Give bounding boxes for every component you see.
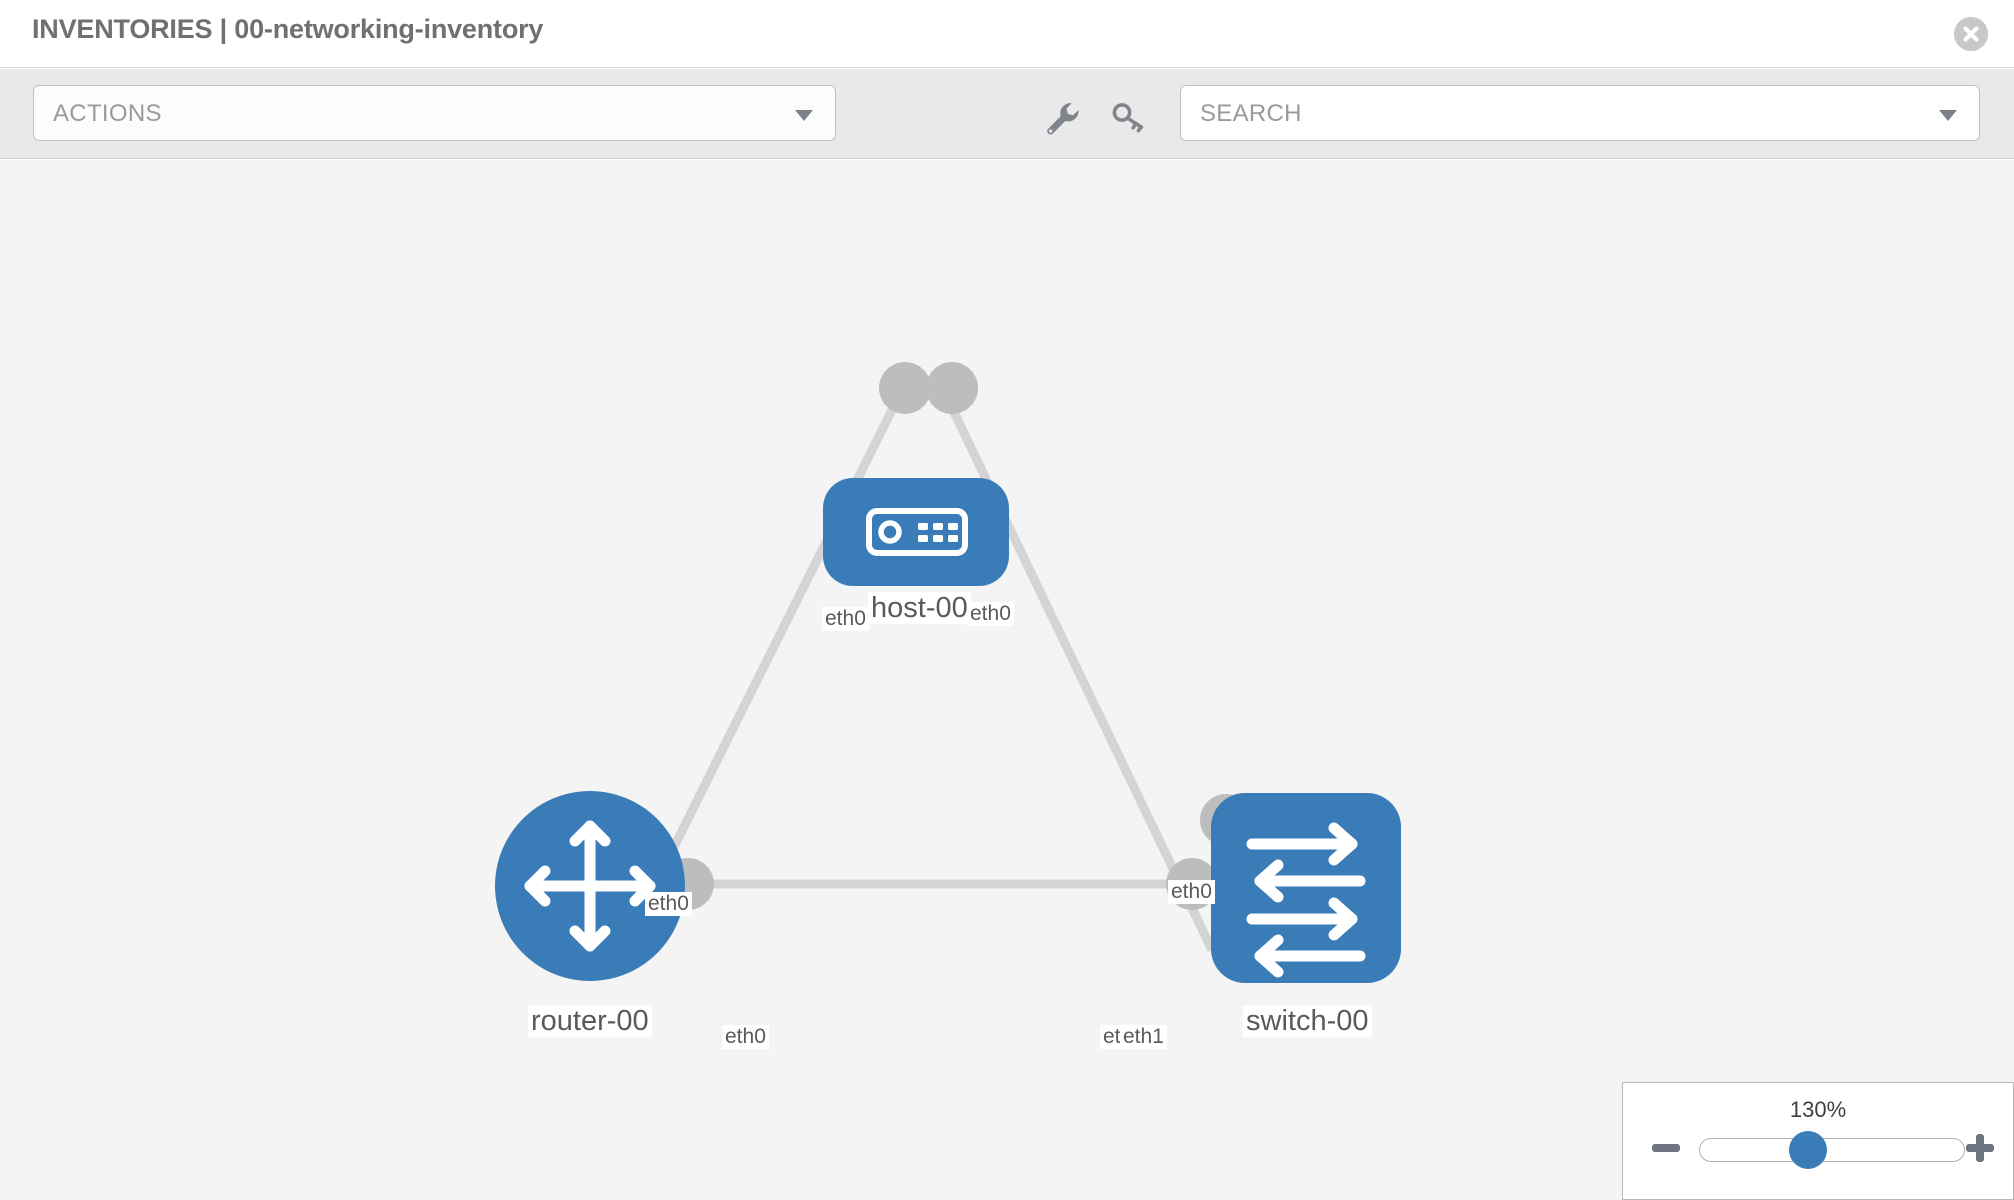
link-label-switch-west-eth1: eth1	[1120, 1025, 1167, 1050]
actions-dropdown[interactable]: ACTIONS	[33, 85, 836, 141]
node-label-switch-00: switch-00	[1243, 1005, 1372, 1038]
node-label-router-00: router-00	[528, 1005, 652, 1038]
router-icon	[524, 820, 656, 952]
chevron-down-icon	[795, 110, 813, 121]
connector-host-left	[879, 362, 931, 414]
link-label-host-left-eth0: eth0	[822, 607, 869, 632]
node-switch-00	[1211, 793, 1401, 983]
link-label-router-east-eth0: eth0	[722, 1025, 769, 1050]
connector-layer	[662, 362, 1252, 910]
minus-icon[interactable]	[1649, 1131, 1683, 1165]
close-icon[interactable]	[1954, 17, 1988, 51]
zoom-slider-track[interactable]	[1699, 1138, 1965, 1162]
switch-icon	[1246, 822, 1366, 978]
node-router-00	[495, 791, 685, 981]
connector-host-right	[926, 362, 978, 414]
page-header: INVENTORIES | 00-networking-inventory	[0, 0, 2014, 68]
plus-icon[interactable]	[1963, 1131, 1997, 1165]
node-label-host-00: host-00	[868, 592, 971, 625]
zoom-level-label: 130%	[1789, 1097, 1847, 1122]
wrench-icon[interactable]	[1041, 97, 1081, 137]
zoom-control-panel: 130%	[1622, 1082, 2014, 1200]
link-label-switch-north-eth0: eth0	[1168, 880, 1215, 905]
toolbar: ACTIONS SEARCH	[0, 69, 2014, 159]
link-label-host-right-eth0: eth0	[967, 602, 1014, 627]
topology-graph	[495, 362, 1401, 983]
search-input[interactable]: SEARCH	[1180, 85, 1980, 141]
server-icon	[866, 508, 968, 556]
zoom-slider-handle[interactable]	[1789, 1131, 1827, 1169]
search-placeholder: SEARCH	[1200, 100, 1302, 127]
key-icon[interactable]	[1108, 97, 1148, 137]
actions-dropdown-label: ACTIONS	[53, 100, 162, 127]
node-host-00	[823, 478, 1009, 586]
page-title: INVENTORIES | 00-networking-inventory	[32, 14, 544, 44]
chevron-down-icon[interactable]	[1939, 110, 1957, 121]
topology-canvas[interactable]: host-00 router-00 switch-00 eth0 eth0 et…	[0, 160, 2014, 1200]
link-label-router-north-eth0: eth0	[645, 892, 692, 917]
